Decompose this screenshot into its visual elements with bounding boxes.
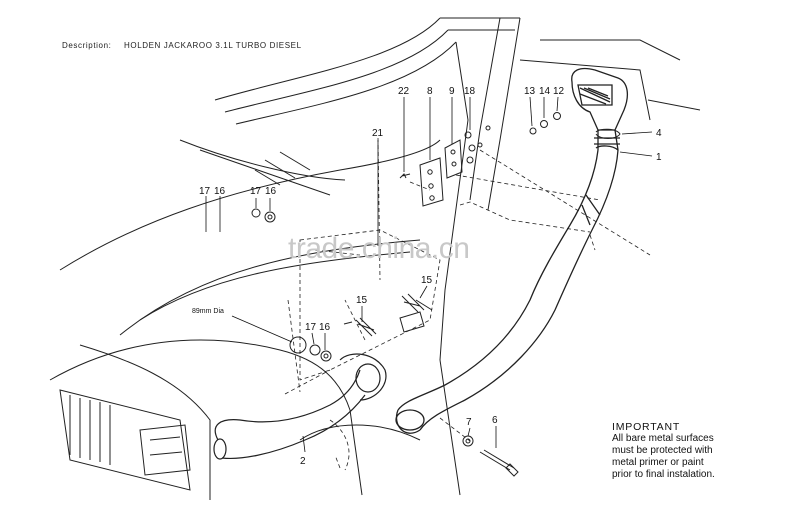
callout-13: 13 xyxy=(524,86,536,97)
callout-leaders xyxy=(205,96,653,453)
windscreen-frame xyxy=(214,17,701,361)
callout-6: 6 xyxy=(492,415,498,426)
callout-15-right: 15 xyxy=(421,275,433,286)
bonnet-outline xyxy=(59,139,441,336)
callout-2: 2 xyxy=(300,456,306,467)
bracket-8 xyxy=(419,157,444,207)
callout-18: 18 xyxy=(464,86,476,97)
hose-clamp xyxy=(595,128,621,139)
callout-17-top: 17 xyxy=(250,186,262,197)
note-title: IMPORTANT xyxy=(612,421,681,433)
watermark: trade.china.cn xyxy=(288,232,470,265)
callout-9: 9 xyxy=(449,86,455,97)
fasteners xyxy=(251,112,561,477)
bracket-9 xyxy=(444,139,463,179)
snorkel-head xyxy=(571,67,629,151)
callout-14: 14 xyxy=(539,86,551,97)
front-fender xyxy=(49,339,461,500)
dia-label: 89mm Dia xyxy=(192,308,224,315)
callout-16-top: 16 xyxy=(265,186,277,197)
callout-12: 12 xyxy=(553,86,565,97)
callout-17-left: 17 xyxy=(199,186,211,197)
important-note: IMPORTANT All bare metal surfaces must b… xyxy=(612,421,792,481)
callout-21: 21 xyxy=(372,128,384,139)
callout-7: 7 xyxy=(466,417,472,428)
callout-15-left: 15 xyxy=(356,295,368,306)
note-body: All bare metal surfaces must be protecte… xyxy=(612,433,715,480)
headlight-grille xyxy=(59,389,191,491)
callout-16-left: 16 xyxy=(214,186,226,197)
callout-4: 4 xyxy=(656,128,662,139)
callout-8: 8 xyxy=(427,86,433,97)
callout-22: 22 xyxy=(398,86,410,97)
callout-16-mid: 16 xyxy=(319,322,331,333)
callout-17-mid: 17 xyxy=(305,322,317,333)
description-label: Description: xyxy=(62,41,112,50)
airbox-pipe xyxy=(213,353,387,460)
description-value: HOLDEN JACKAROO 3.1L TURBO DIESEL xyxy=(124,41,302,50)
snorkel-body xyxy=(395,145,619,434)
callout-1: 1 xyxy=(656,152,662,163)
